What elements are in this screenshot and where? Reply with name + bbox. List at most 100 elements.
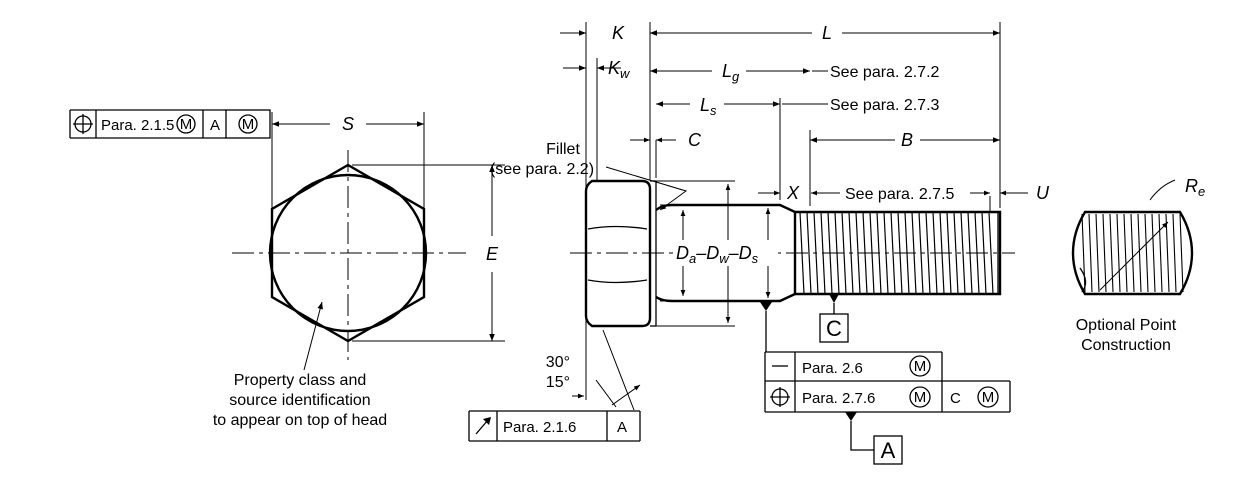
diameter-label-group: Da–Dw–Ds [676,243,759,266]
thread-line [960,211,966,295]
dim-x-label: X [786,183,800,203]
optional-point-threads [1081,213,1184,293]
note-see-273: See para. 2.7.3 [830,97,940,114]
runout-arrow-icon [475,417,491,435]
shank-bottom [655,292,796,303]
thread-line [1137,213,1142,293]
frame-runout-ref: Para. 2.1.6 [503,419,576,436]
optional-point-outline [1071,210,1194,296]
thread-line [1179,213,1184,293]
dim-re: Re [1185,176,1205,199]
mmc-icon [238,114,258,134]
dim-e-label: E [486,244,499,264]
dim-b-label: B [901,130,913,150]
mmc-icon [977,386,999,408]
point-detail [1079,267,1087,293]
thread-line [1095,213,1100,293]
top-dimensions: K L Kw Lg See para. 2.7.2 Ls See para. 2… [560,22,1050,400]
re-arc [1149,179,1176,201]
thread-line [1130,213,1135,293]
position-frame-head: Para. 2.1.5 M A M [69,109,271,139]
runout-frame: Para. 2.1.6 A [468,410,641,442]
fillet-note-2: (see para. 2.2) [490,161,594,178]
head-arc-bottom [587,279,648,284]
shank-top [655,203,796,214]
shank-frames: Para. 2.6 M Para. 2.7.6 M C M A [760,302,1011,465]
re-leader [1099,221,1169,291]
thread-line [1102,213,1107,293]
thread-line [1151,213,1156,293]
frame-head-ref: Para. 2.1.5 [101,117,174,134]
optional-point-note-1: Optional Point [1076,317,1177,334]
mmc-icon [176,114,196,134]
thread-line [1158,213,1163,293]
dim-lg: Lg [722,61,740,84]
fillet-note: Fillet (see para. 2.2) [490,141,688,211]
head-arc-top [587,225,648,230]
thread-line [1144,213,1149,293]
thread-line [1116,213,1121,293]
fillet-leader [605,166,688,211]
frame-head-mmc-2: M [242,116,255,133]
datum-a-triangle [845,412,857,421]
mmc-icon [909,386,931,408]
dim-ds-label: D [739,243,752,263]
angle-30-label: 30° [546,354,570,371]
frame-straightness-mmc: M [914,358,927,375]
dim-da-sub: a [689,251,696,266]
dim-l-label: L [822,23,832,43]
dim-kw: Kw [608,58,631,81]
head-angle: 30° 15° [546,329,641,411]
optional-point-view: Re Optional Point Construction [1071,176,1205,354]
fillet-note-1: Fillet [546,141,580,158]
mmc-icon [909,355,931,377]
angle-15-label: 15° [546,374,570,391]
dim-dw-label: D [706,243,719,263]
thread-line [953,211,959,295]
thread-outline [795,210,1002,296]
frame-body-ref: Para. 2.7.6 [802,390,875,407]
note-see-275: See para. 2.7.5 [845,186,955,203]
position-symbol-icon [770,387,790,407]
frame-body-mmc-2: M [982,389,995,406]
dim-c-label: C [688,130,702,150]
thread-line [806,211,812,295]
datum-c-triangle [829,294,839,303]
thread-line [1165,213,1170,293]
angle-arc [611,384,641,406]
property-class-note-3: to appear on top of head [213,412,387,429]
dim-k-label: K [612,23,625,43]
thread-line [890,211,896,295]
thread-line [988,211,994,295]
frame-body-mmc-1: M [914,389,927,406]
frame-straightness-ref: Para. 2.6 [802,360,863,377]
property-class-leader [303,301,323,371]
dim-da-label: D [676,243,689,263]
dim-ds-sub: s [752,251,759,266]
frame-head-mmc-1: M [180,116,193,133]
frame-head-datum: A [210,117,220,134]
angle-arrow-line [595,379,617,408]
thread-line [1172,213,1177,293]
hex-head-end-view: S E Property class and source identifica… [213,112,505,429]
thread-line [1109,213,1114,293]
thread-line [1081,213,1086,293]
frame-body-datum: C [950,390,961,407]
dim-dw-sub: w [719,251,730,266]
note-see-272: See para. 2.7.2 [830,64,940,81]
dim-s-label: S [342,114,354,134]
datum-c-feature: C [819,294,849,343]
property-class-note-1: Property class and [234,372,367,389]
thread-line [1123,213,1128,293]
dim-u-label: U [1036,183,1050,203]
angle-line [602,329,635,411]
optional-point-note-2: Construction [1081,337,1171,354]
dim-ls: Ls [700,95,717,118]
thread-line [925,211,931,295]
datum-c-label: C [826,316,842,341]
thread-line [1088,213,1093,293]
position-symbol-icon [73,114,93,134]
frame-runout-datum: A [617,419,627,436]
property-class-note-2: source identification [229,392,370,409]
